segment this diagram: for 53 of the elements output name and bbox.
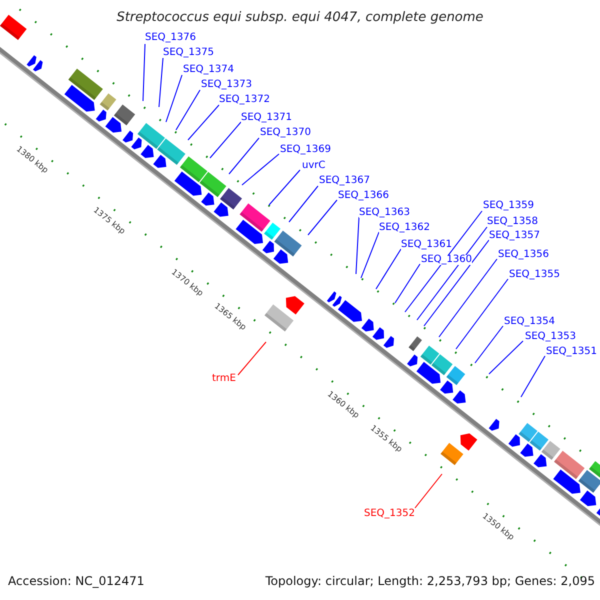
gene-label: SEQ_1358 [487, 216, 538, 226]
gene-label: SEQ_1366 [338, 190, 389, 200]
leader-line [414, 474, 442, 508]
leader-line [166, 74, 182, 122]
leader-line [416, 226, 488, 320]
gene-label: SEQ_1373 [201, 80, 252, 90]
gene-label: SEQ_1360 [421, 254, 472, 264]
gene-label: SEQ_1376 [145, 32, 196, 42]
leader-line [424, 240, 490, 326]
leader-line [394, 264, 420, 304]
leader-line [308, 200, 338, 236]
leader-line [356, 216, 360, 274]
leader-line [360, 232, 380, 278]
leader-line [242, 154, 280, 186]
leader-line [228, 138, 260, 174]
leader-line [158, 58, 164, 108]
gene-label: SEQ_1351 [546, 346, 597, 356]
gene-label: SEQ_1352 [364, 508, 415, 518]
leader-line [404, 210, 482, 312]
accession-note: Accession: NC_012471 [8, 575, 144, 588]
genome-summary-note: Topology: circular; Length: 2,253,793 bp; Genes: 2,095 [265, 575, 595, 588]
gene-label: SEQ_1362 [379, 222, 430, 232]
gene-label: SEQ_1367 [319, 176, 370, 186]
gene-label: SEQ_1357 [489, 230, 540, 240]
leader-line [176, 90, 200, 130]
leader-line [210, 122, 242, 158]
leader-line [488, 340, 524, 374]
leader-line [438, 258, 498, 338]
gene-label: SEQ_1363 [359, 208, 410, 218]
leader-line [188, 104, 220, 140]
gene-label: trmE [212, 374, 236, 384]
gene-label: SEQ_1354 [504, 316, 555, 326]
gene-label: SEQ_1356 [498, 250, 549, 260]
leader-line [288, 186, 318, 222]
gene-label: SEQ_1374 [183, 64, 234, 74]
gene-label: SEQ_1361 [401, 240, 452, 250]
gene-label: SEQ_1370 [260, 128, 311, 138]
gene-label: SEQ_1369 [280, 144, 331, 154]
leader-line [238, 342, 266, 376]
gene-label: SEQ_1375 [163, 48, 214, 58]
gene-label: SEQ_1372 [219, 94, 270, 104]
gene-label: SEQ_1359 [483, 200, 534, 210]
leader-line [474, 326, 504, 364]
leader-line [376, 248, 402, 290]
map-title: Streptococcus equi subsp. equi 4047, complete genome [116, 10, 484, 24]
gene-label: SEQ_1353 [525, 332, 576, 342]
leader-line [142, 44, 146, 102]
leader-line [268, 170, 300, 206]
gene-label: SEQ_1371 [241, 112, 292, 122]
gene-label: uvrC [302, 160, 326, 170]
leader-line [520, 356, 546, 398]
gene-label: SEQ_1355 [509, 270, 560, 280]
leader-line [456, 278, 508, 350]
